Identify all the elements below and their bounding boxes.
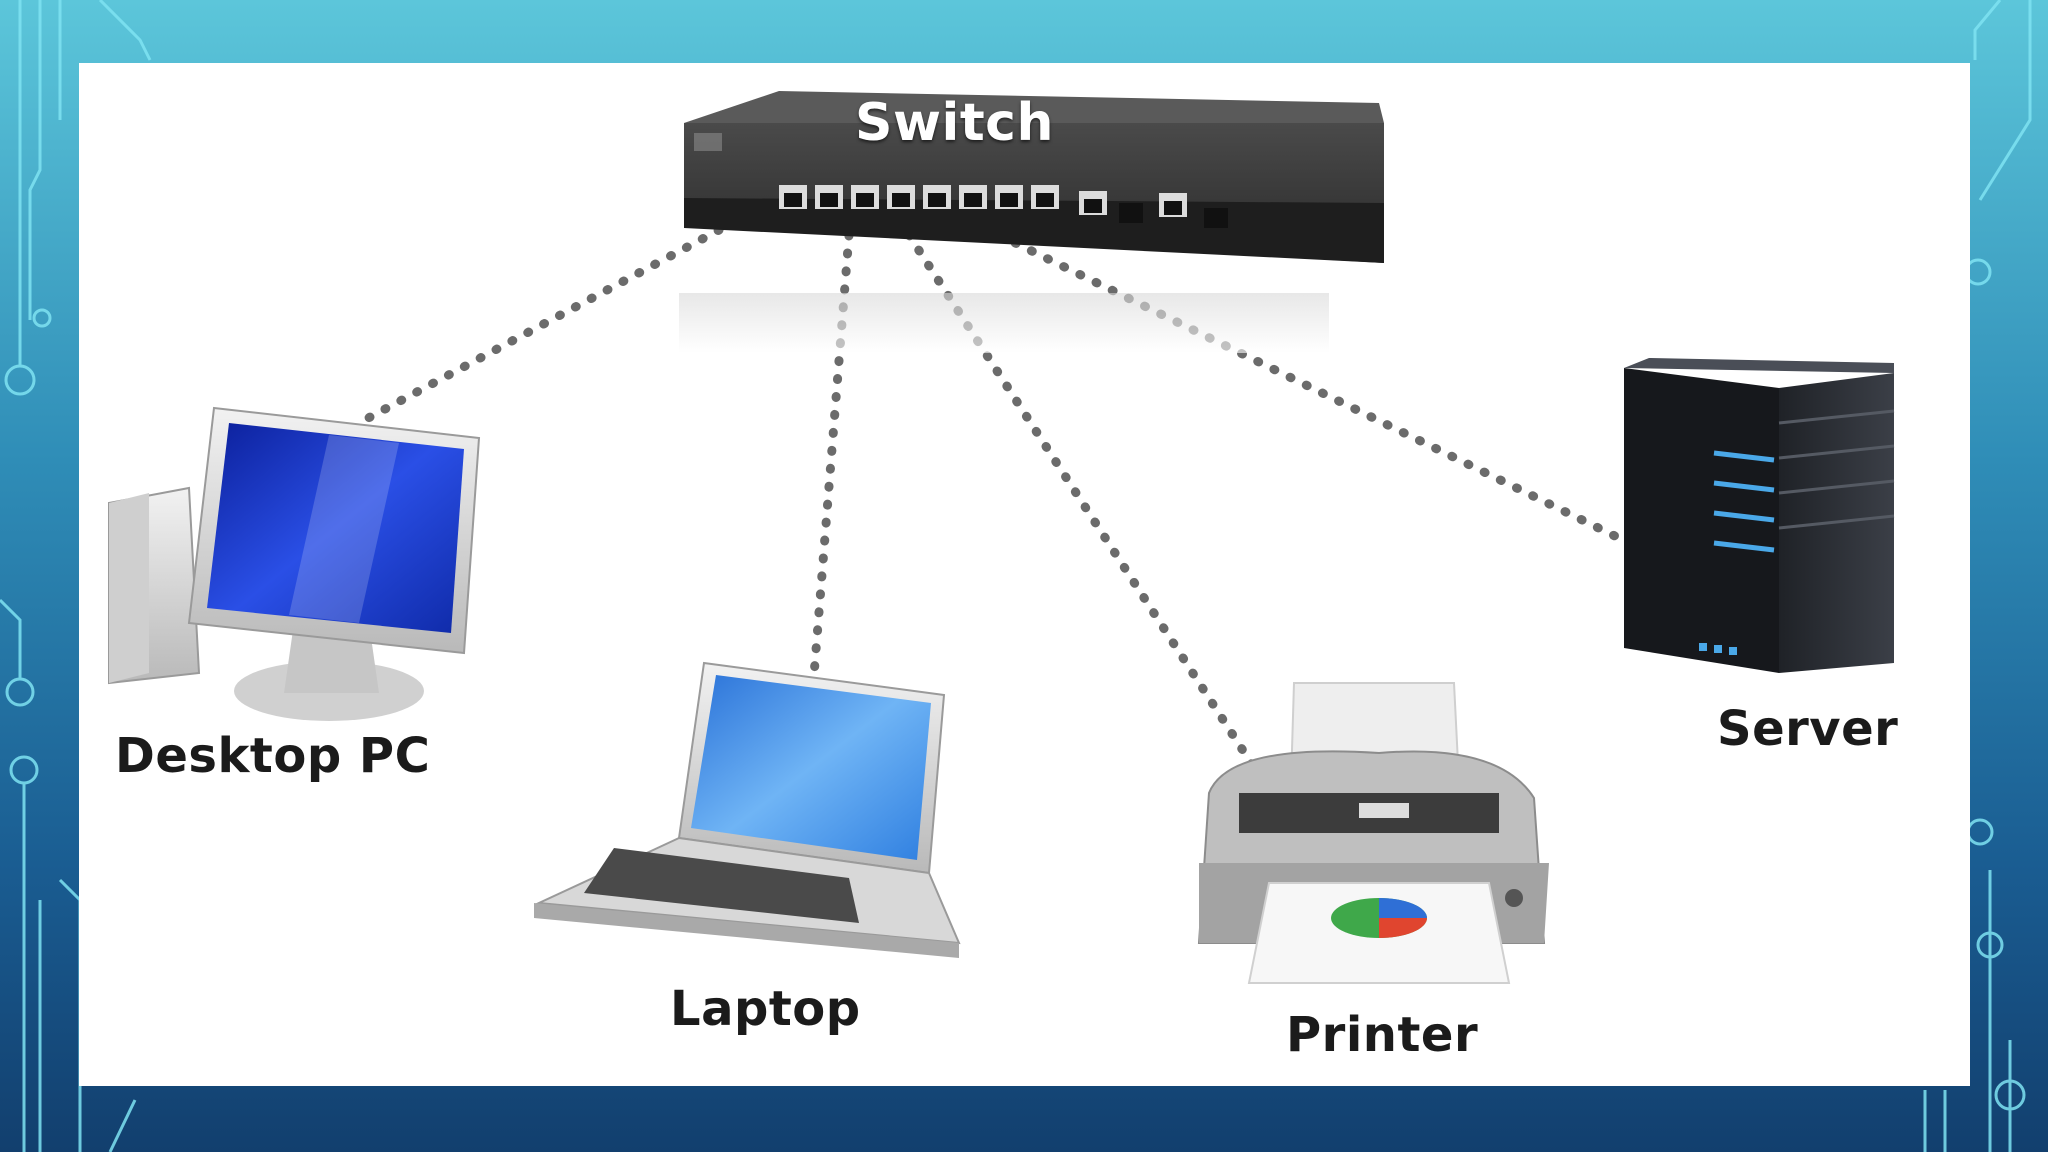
switch-label: Switch bbox=[855, 93, 1054, 153]
diagram-panel: Switch Desktop PC Laptop Printer Server bbox=[79, 63, 1970, 1086]
connector-desktop bbox=[359, 230, 719, 423]
printer-label: Printer bbox=[1286, 1007, 1478, 1063]
desktop-pc-icon bbox=[109, 408, 479, 721]
pie-chart-icon bbox=[1331, 898, 1427, 938]
printer-icon bbox=[1199, 683, 1549, 983]
network-diagram bbox=[79, 63, 1970, 1086]
server-label: Server bbox=[1717, 701, 1898, 757]
desktop-pc-label: Desktop PC bbox=[115, 728, 430, 784]
server-icon bbox=[1624, 358, 1894, 673]
laptop-label: Laptop bbox=[670, 981, 861, 1037]
laptop-icon bbox=[534, 663, 959, 958]
connector-server bbox=[999, 235, 1619, 538]
